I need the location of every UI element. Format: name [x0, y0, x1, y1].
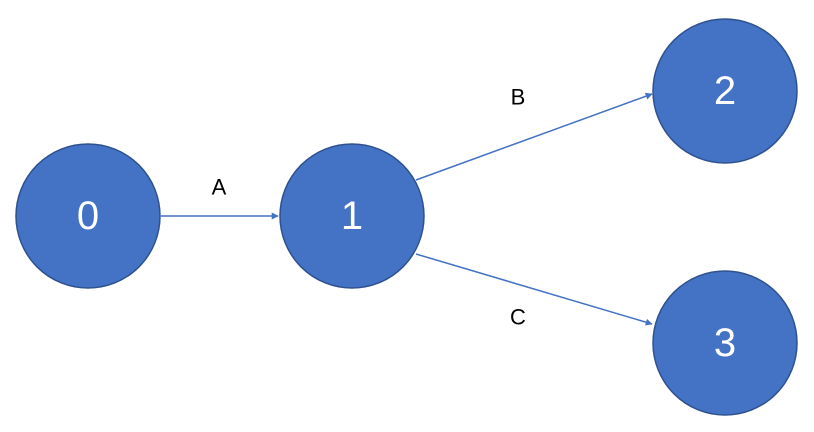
node-0-circle	[15, 143, 161, 289]
edge-c-label: C	[510, 305, 526, 330]
edge-labels: A B C	[212, 85, 526, 330]
node-2: 2	[652, 18, 798, 164]
edges	[161, 92, 653, 326]
node-3-label: 3	[714, 321, 736, 365]
node-2-label: 2	[714, 69, 736, 113]
node-0-label: 0	[77, 194, 99, 238]
edge-b-label: B	[511, 85, 526, 110]
node-2-circle	[652, 18, 798, 164]
edge-a-label: A	[212, 175, 227, 200]
node-0: 0	[15, 143, 161, 289]
node-3: 3	[652, 270, 798, 416]
edge-b-arrow	[415, 92, 653, 181]
node-1: 1	[279, 143, 425, 289]
node-1-label: 1	[341, 194, 363, 238]
node-1-circle	[279, 143, 425, 289]
node-3-circle	[652, 270, 798, 416]
edge-c-arrow	[415, 253, 653, 326]
